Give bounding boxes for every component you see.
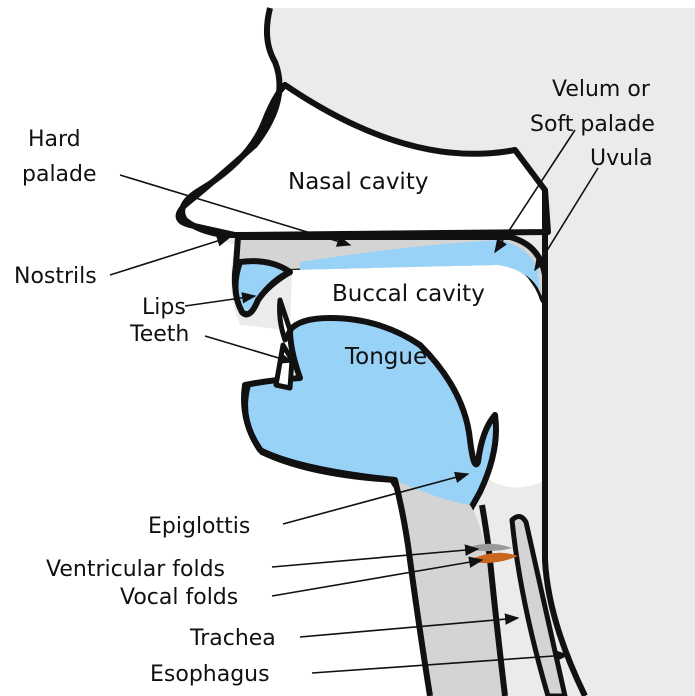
label-esophagus: Esophagus — [150, 662, 270, 687]
label-hard-palate-line2: palade — [22, 162, 97, 187]
label-lips: Lips — [142, 295, 186, 320]
lower-teeth-shape — [276, 345, 292, 388]
label-nasal-cavity: Nasal cavity — [288, 169, 428, 195]
label-vocal-folds: Vocal folds — [120, 585, 238, 610]
label-trachea: Trachea — [189, 626, 276, 651]
label-hard-palate-line1: Hard — [28, 127, 81, 152]
label-epiglottis: Epiglottis — [148, 514, 250, 539]
label-velum-line1: Velum or — [552, 77, 651, 102]
label-tongue: Tongue — [344, 344, 427, 370]
label-velum-line2: Soft palade — [530, 112, 655, 137]
label-ventricular-folds: Ventricular folds — [46, 557, 225, 582]
arrow-nostrils — [110, 237, 230, 275]
label-nostrils: Nostrils — [14, 264, 97, 289]
label-uvula: Uvula — [590, 146, 653, 171]
label-teeth: Teeth — [129, 322, 189, 347]
arrow-teeth — [205, 336, 292, 362]
label-buccal-cavity: Buccal cavity — [332, 281, 485, 307]
